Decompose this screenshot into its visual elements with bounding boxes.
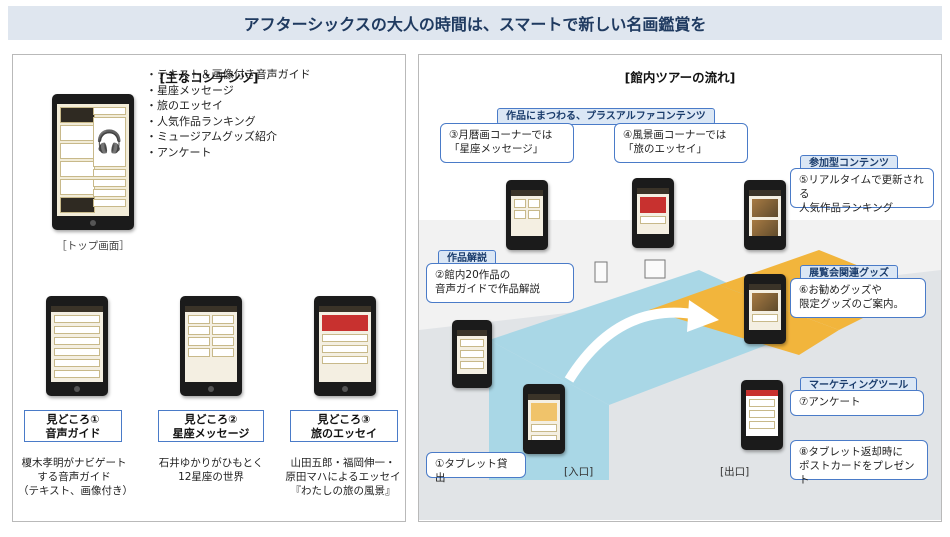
callout-step-2: ②館内20作品の 音声ガイドで作品解説 [426, 263, 574, 303]
list-item: 人気作品ランキング [146, 114, 311, 130]
page-title: アフターシックスの大人の時間は、スマートで新しい名画鑑賞を [8, 6, 942, 40]
list-item: テキスト＆画像付き音声ガイド [146, 67, 311, 83]
highlight-title: 見どころ① [46, 413, 100, 426]
callout-line: ②館内20作品の [435, 269, 511, 281]
desc-line: 12星座の世界 [178, 471, 244, 483]
horoscope-tour-phone [506, 180, 548, 250]
desc-line: 石井ゆかりがひもとく [158, 457, 264, 469]
desc-line: 榎木孝明がナビゲート [21, 457, 127, 469]
callout-step-1: ①タブレット貸出 [426, 452, 526, 484]
desc-line: 山田五郎・福岡伸一・ [290, 457, 396, 469]
list-item: アンケート [146, 145, 311, 161]
callout-line: ポストカードをプレゼント [799, 460, 915, 486]
content-list: テキスト＆画像付き音声ガイド 星座メッセージ 旅のエッセイ 人気作品ランキング … [146, 67, 311, 160]
survey-tour-phone [741, 380, 783, 450]
highlight-horoscope: 見どころ② 星座メッセージ [158, 410, 264, 442]
callout-line: ⑦アンケート [799, 396, 861, 408]
callout-line: 人気作品ランキング [799, 202, 894, 214]
horoscope-phone [180, 296, 242, 396]
highlight-desc-horoscope: 石井ゆかりがひもとく 12星座の世界 [150, 456, 272, 484]
entrance-label: [入口] [564, 466, 594, 478]
highlight-audio-guide: 見どころ① 音声ガイド [24, 410, 122, 442]
callout-line: ③月暦画コーナーでは [449, 129, 553, 141]
callout-step-4: ④風景画コーナーでは 「旅のエッセイ」 [614, 123, 748, 163]
highlight-title: 見どころ② [184, 413, 238, 426]
essay-tour-phone [632, 178, 674, 248]
callout-step-6: ⑥お勧めグッズや 限定グッズのご案内。 [790, 278, 926, 318]
list-item: 旅のエッセイ [146, 98, 311, 114]
highlight-essay: 見どころ③ 旅のエッセイ [290, 410, 398, 442]
desc-line: する音声ガイド [37, 471, 111, 483]
highlight-title: 見どころ③ [317, 413, 371, 426]
callout-step-3: ③月暦画コーナーでは 「星座メッセージ」 [440, 123, 574, 163]
callout-line: 限定グッズのご案内。 [799, 298, 904, 310]
rental-tour-phone [523, 384, 565, 454]
callout-line: ①タブレット貸出 [435, 458, 508, 484]
callout-line: ⑧タブレット返却時に [799, 446, 903, 458]
highlight-subtitle: 音声ガイド [45, 427, 101, 440]
desc-line: （テキスト、画像付き） [18, 485, 133, 497]
callout-step-5: ⑤リアルタイムで更新される 人気作品ランキング [790, 168, 934, 214]
tag-plus-content: 作品にまつわる、プラスアルファコンテンツ [497, 108, 715, 125]
callout-line: ⑥お勧めグッズや [799, 284, 882, 296]
desc-line: 原田マハによるエッセイ [285, 471, 401, 483]
highlight-desc-essay: 山田五郎・福岡伸一・ 原田マハによるエッセイ 『わたしの旅の風景』 [282, 456, 404, 498]
essay-phone [314, 296, 376, 396]
commentary-tour-phone [452, 320, 492, 388]
desc-line: 『わたしの旅の風景』 [290, 485, 396, 497]
exit-label: [出口] [720, 466, 750, 478]
highlight-subtitle: 旅のエッセイ [311, 427, 377, 440]
callout-line: ⑤リアルタイムで更新される [799, 174, 924, 200]
highlight-subtitle: 星座メッセージ [172, 427, 250, 440]
top-screen-tablet: 🎧 [52, 94, 134, 230]
ranking-tour-phone [744, 180, 786, 250]
callout-line: 音声ガイドで作品解説 [435, 283, 540, 295]
callout-line: 「旅のエッセイ」 [623, 143, 707, 155]
callout-line: ④風景画コーナーでは [623, 129, 727, 141]
tour-flow-heading: [館内ツアーの流れ] [624, 70, 736, 85]
callout-step-7: ⑦アンケート [790, 390, 924, 416]
highlight-desc-audio: 榎木孝明がナビゲート する音声ガイド （テキスト、画像付き） [18, 456, 133, 498]
headphone-icon: 🎧 [92, 117, 126, 167]
list-item: ミュージアムグッズ紹介 [146, 129, 311, 145]
list-item: 星座メッセージ [146, 83, 311, 99]
top-screen-caption: ［トップ画面］ [56, 240, 130, 252]
callout-step-8: ⑧タブレット返却時に ポストカードをプレゼント [790, 440, 928, 486]
callout-line: 「星座メッセージ」 [449, 143, 544, 155]
audio-guide-phone [46, 296, 108, 396]
goods-tour-phone [744, 274, 786, 344]
